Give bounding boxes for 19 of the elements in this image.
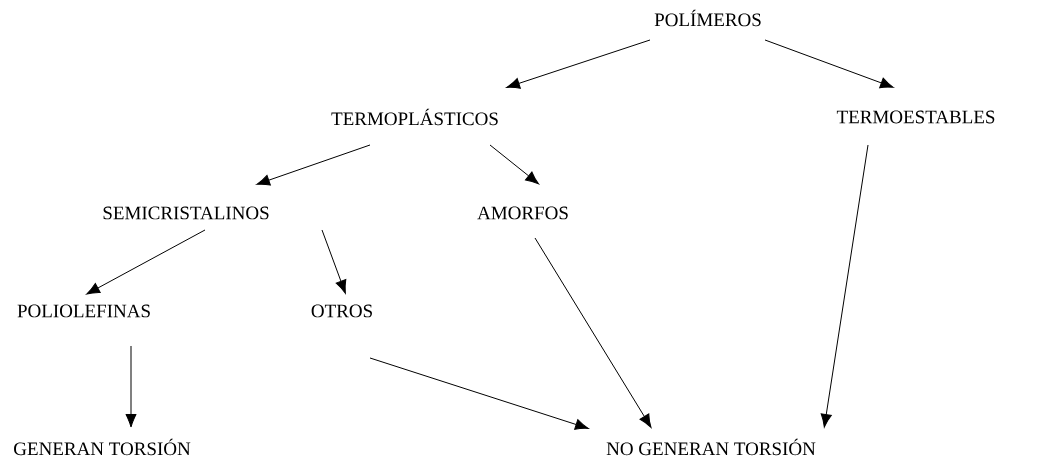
arrow (125, 345, 137, 428)
arrow (506, 39, 651, 89)
concept-label: POLÍMEROS (654, 9, 761, 27)
arrow (820, 144, 869, 428)
concept-label: GENERAN TORSIÓN (14, 438, 191, 456)
arrow (256, 144, 371, 186)
arrow (534, 237, 652, 428)
concept-label: NO GENERAN TORSIÓN (606, 438, 816, 456)
concept-label: SEMICRISTALINOS (103, 206, 269, 220)
arrow (764, 39, 894, 89)
concept-label: TERMOESTABLES (836, 110, 995, 124)
concept-label: TERMOPLÁSTICOS (331, 108, 498, 126)
arrow (489, 144, 539, 185)
arrow (369, 357, 589, 430)
concept-label: POLIOLEFINAS (17, 304, 150, 318)
arrow (321, 229, 347, 294)
concept-label: AMORFOS (477, 206, 568, 220)
arrow (86, 229, 206, 295)
concept-label: OTROS (311, 304, 372, 318)
